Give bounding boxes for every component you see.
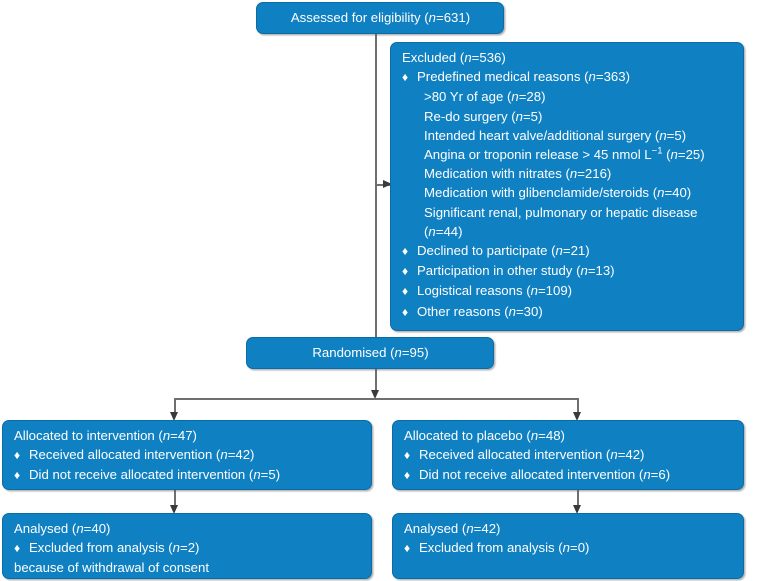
- arrow-down-icon: [170, 412, 178, 421]
- superscript-minus-one: −1: [651, 145, 663, 157]
- connector-split-bar: [174, 398, 578, 400]
- list-item: Re-do surgery (n=5): [424, 108, 543, 124]
- node-allocated-placebo: Allocated to placebo (n=48) ♦Received al…: [392, 420, 744, 490]
- allocated-intervention-title: Allocated to intervention (n=47): [14, 428, 197, 443]
- list-item: ♦Received allocated intervention (n=42): [404, 445, 733, 465]
- list-item: ♦Other reasons (n=30): [402, 302, 733, 322]
- diamond-bullet-icon: ♦: [404, 448, 411, 463]
- connector-placebo-to-analysed: [577, 490, 579, 509]
- analysed-intervention-title: Analysed (n=40): [14, 521, 111, 536]
- node-assessed-label: Assessed for eligibility (n=631): [290, 10, 471, 25]
- connector-split-left: [174, 398, 176, 416]
- diamond-bullet-icon: ♦: [14, 541, 21, 556]
- node-randomised-label: Randomised (n=95): [312, 345, 429, 360]
- diamond-bullet-icon: ♦: [402, 264, 409, 279]
- list-item: ♦Logistical reasons (n=109): [402, 281, 733, 301]
- list-item: ♦Received allocated intervention (n=42): [14, 445, 361, 465]
- arrow-down-icon: [573, 412, 581, 421]
- list-item: ♦Excluded from analysis (n=0): [404, 538, 733, 558]
- node-allocated-intervention: Allocated to intervention (n=47) ♦Receiv…: [2, 420, 372, 490]
- arrow-right-icon: [383, 180, 392, 188]
- list-item: ♦Predefined medical reasons (n=363): [402, 67, 733, 87]
- diamond-bullet-icon: ♦: [404, 468, 411, 483]
- list-item: ♦Excluded from analysis (n=2): [14, 538, 361, 558]
- analysed-intervention-footnote: because of withdrawal of consent: [14, 560, 209, 576]
- excluded-title: Excluded (n=536): [402, 50, 506, 65]
- list-item: Intended heart valve/additional surgery …: [424, 127, 687, 143]
- list-item: ♦Did not receive allocated intervention …: [14, 465, 361, 485]
- list-item: ♦Declined to participate (n=21): [402, 241, 733, 261]
- connector-assessed-to-randomised: [375, 34, 377, 338]
- diamond-bullet-icon: ♦: [404, 541, 411, 556]
- node-assessed-for-eligibility: Assessed for eligibility (n=631): [256, 2, 504, 34]
- list-item: Angina or troponin release > 45 nmol L−1…: [424, 145, 705, 163]
- diamond-bullet-icon: ♦: [402, 284, 409, 299]
- diamond-bullet-icon: ♦: [402, 244, 409, 259]
- list-item: Significant renal, pulmonary or hepatic …: [424, 204, 698, 220]
- analysed-placebo-title: Analysed (n=42): [404, 521, 501, 536]
- diamond-bullet-icon: ♦: [402, 304, 409, 319]
- node-analysed-intervention: Analysed (n=40) ♦Excluded from analysis …: [2, 513, 372, 579]
- list-item: (n=44): [424, 223, 463, 239]
- list-item: ♦Participation in other study (n=13): [402, 261, 733, 281]
- arrow-down-icon: [371, 390, 379, 399]
- connector-split-right: [577, 398, 579, 416]
- list-item: Medication with nitrates (n=216): [424, 166, 612, 182]
- arrow-down-icon: [573, 505, 581, 514]
- arrow-down-icon: [170, 505, 178, 514]
- diamond-bullet-icon: ♦: [14, 448, 21, 463]
- connector-intervention-to-analysed: [174, 490, 176, 509]
- node-excluded: Excluded (n=536) ♦Predefined medical rea…: [390, 42, 744, 331]
- diamond-bullet-icon: ♦: [14, 468, 21, 483]
- list-item: >80 Yr of age (n=28): [424, 89, 546, 105]
- node-randomised: Randomised (n=95): [246, 337, 494, 369]
- allocated-placebo-title: Allocated to placebo (n=48): [404, 428, 565, 443]
- list-item: Medication with glibenclamide/steroids (…: [424, 185, 692, 201]
- node-analysed-placebo: Analysed (n=42) ♦Excluded from analysis …: [392, 513, 744, 579]
- list-item: ♦Did not receive allocated intervention …: [404, 465, 733, 485]
- diamond-bullet-icon: ♦: [402, 70, 409, 85]
- connector-randomised-to-split: [375, 369, 377, 393]
- n-symbol: n: [428, 10, 437, 25]
